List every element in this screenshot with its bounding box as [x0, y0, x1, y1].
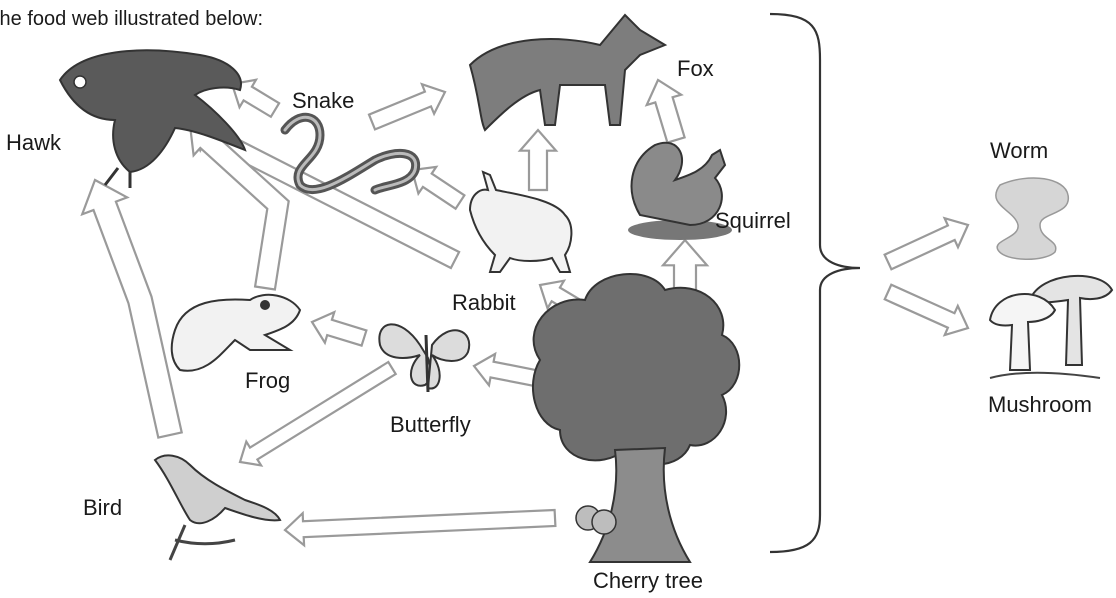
label-worm: Worm: [990, 138, 1048, 164]
label-mushroom: Mushroom: [988, 392, 1092, 418]
cherry-tree-illustration: [533, 274, 739, 562]
arrow-bird-to-hawk: [82, 180, 182, 438]
label-frog: Frog: [245, 368, 290, 394]
label-squirrel: Squirrel: [715, 208, 791, 234]
worm-illustration: [996, 178, 1069, 259]
arrow-rabbit-to-snake: [412, 167, 464, 209]
label-cherry-tree: Cherry tree: [593, 568, 703, 594]
arrow-to-mushroom: [885, 285, 968, 335]
fox-illustration: [470, 15, 665, 130]
arrow-snake-to-fox: [369, 84, 445, 129]
bird-illustration: [155, 455, 280, 560]
arrow-rabbit-to-fox: [520, 130, 556, 190]
label-butterfly: Butterfly: [390, 412, 471, 438]
frog-illustration: [172, 295, 300, 371]
label-hawk: Hawk: [6, 130, 61, 156]
butterfly-illustration: [379, 324, 469, 392]
arrow-butterfly-to-frog: [312, 312, 366, 346]
label-rabbit: Rabbit: [452, 290, 516, 316]
label-fox: Fox: [677, 56, 714, 82]
rabbit-illustration: [470, 172, 571, 272]
label-bird: Bird: [83, 495, 122, 521]
arrow-tree-to-butterfly: [474, 354, 537, 386]
decomposer-brace: [770, 14, 860, 552]
arrow-squirrel-to-fox: [647, 80, 685, 143]
hawk-illustration: [60, 50, 245, 188]
mushroom-illustration: [990, 276, 1112, 378]
arrow-tree-to-bird: [285, 510, 555, 545]
label-snake: Snake: [292, 88, 354, 114]
arrow-to-worm: [885, 218, 968, 269]
